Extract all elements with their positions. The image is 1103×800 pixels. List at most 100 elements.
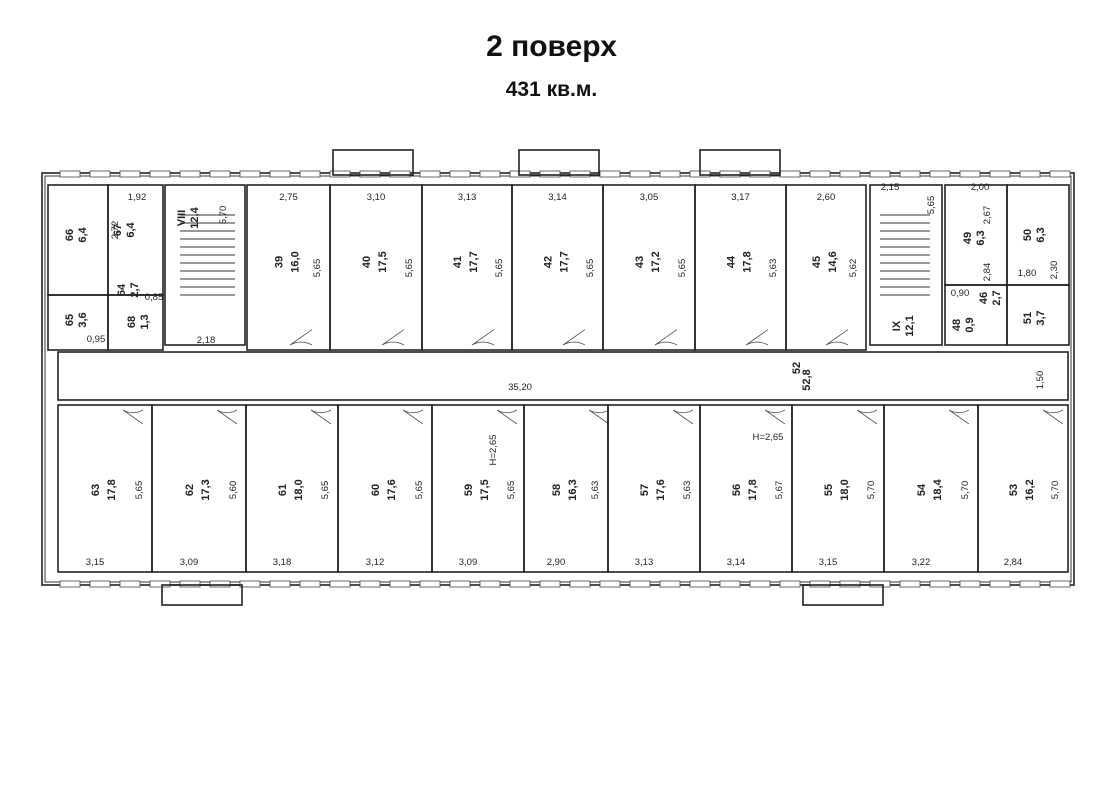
room-depth-dim: 5,65: [414, 481, 425, 500]
window: [239, 580, 261, 588]
door-symbol: [672, 409, 694, 425]
room-number: 43: [634, 256, 646, 268]
stair-area: 12,1: [904, 315, 916, 336]
balcony: [802, 584, 884, 606]
window: [89, 580, 111, 588]
window: [509, 580, 531, 588]
window: [419, 170, 441, 178]
window: [779, 580, 801, 588]
window: [719, 170, 741, 178]
room-width-dim: 3,09: [459, 557, 478, 568]
window: [869, 580, 891, 588]
room-area: 17,6: [386, 479, 398, 500]
window: [449, 170, 471, 178]
corridor-width-dim: 1,50: [1035, 371, 1046, 390]
room-width-dim: 3,10: [367, 192, 386, 203]
window: [959, 580, 981, 588]
room-area: 18,0: [293, 479, 305, 500]
room-area: 2,7: [991, 290, 1003, 305]
stair-label: VIII: [176, 210, 188, 227]
stair-dim: 5,70: [218, 206, 229, 225]
room-area: 1,3: [139, 314, 151, 329]
door-symbol: [856, 409, 878, 425]
dimension-label: 0,95: [87, 334, 106, 345]
corridor-length-dim: 35,20: [508, 382, 532, 393]
room-width-dim: 3,14: [727, 557, 746, 568]
plan-walls: [41, 149, 1075, 606]
room-number: 64: [116, 283, 128, 296]
room-depth-dim: 5,63: [590, 481, 601, 500]
room-number: 66: [64, 229, 76, 241]
room-number: 42: [543, 256, 555, 268]
stair-label: IX: [891, 320, 903, 331]
window: [809, 580, 831, 588]
corridor: [57, 351, 1069, 401]
stair-outline: [869, 184, 943, 346]
window: [359, 580, 381, 588]
room-depth-dim: 5,65: [677, 259, 688, 278]
window: [989, 580, 1011, 588]
balcony: [699, 149, 781, 176]
room-width-dim: 3,05: [640, 192, 659, 203]
dimension-label: 2,72: [110, 221, 121, 240]
room-width-dim: 3,17: [731, 192, 750, 203]
room-area: 16,3: [567, 479, 579, 500]
room-number: 49: [962, 232, 974, 244]
window: [299, 170, 321, 178]
room-depth-dim: 5,70: [960, 481, 971, 500]
room-depth-dim: 5,70: [866, 481, 877, 500]
window: [629, 580, 651, 588]
window: [569, 580, 591, 588]
window: [179, 170, 201, 178]
room-number: 62: [184, 484, 196, 496]
room-number: 53: [1008, 484, 1020, 496]
corridor-area: 52,8: [801, 369, 813, 390]
window: [539, 170, 561, 178]
room-number: 41: [452, 256, 464, 268]
window: [1019, 170, 1041, 178]
door-symbol: [562, 329, 586, 346]
window: [839, 580, 861, 588]
dimension-label: 2,67: [982, 206, 993, 225]
room-number: 46: [978, 292, 990, 304]
room-area: 6,4: [77, 226, 89, 242]
room-area: 0,9: [964, 317, 976, 332]
room-depth-dim: 5,60: [228, 481, 239, 500]
room-area: 6,4: [125, 221, 137, 237]
window: [479, 170, 501, 178]
ceiling-height-mark: Н=2,65: [488, 435, 499, 466]
window: [899, 170, 921, 178]
room-number: 39: [274, 256, 286, 268]
window: [329, 170, 351, 178]
ceiling-height-mark: Н=2,65: [753, 432, 784, 443]
window: [689, 580, 711, 588]
room-area: 18,0: [839, 479, 851, 500]
room-depth-dim: 5,62: [848, 259, 859, 278]
room-area: 17,3: [200, 479, 212, 500]
room-number: 58: [551, 484, 563, 496]
window: [239, 170, 261, 178]
stair-area: 12,4: [189, 206, 201, 228]
room-width-dim: 3,15: [86, 557, 105, 568]
room-width-dim: 2,75: [279, 192, 298, 203]
page-title: 2 поверх: [486, 30, 617, 63]
room-width-dim: 2,60: [817, 192, 836, 203]
window: [209, 170, 231, 178]
room-width-dim: 3,15: [819, 557, 838, 568]
room-depth-dim: 5,65: [506, 481, 517, 500]
window: [59, 170, 81, 178]
stair-outline: [164, 184, 246, 346]
window: [449, 580, 471, 588]
room-area: 17,2: [650, 251, 662, 272]
dimension-label: 2,00: [971, 182, 990, 193]
window: [59, 580, 81, 588]
window: [749, 170, 771, 178]
room-number: 44: [726, 255, 738, 268]
room-area: 14,6: [827, 251, 839, 272]
window: [719, 580, 741, 588]
room-area: 17,7: [559, 251, 571, 272]
door-symbol: [471, 329, 495, 346]
window: [599, 170, 621, 178]
